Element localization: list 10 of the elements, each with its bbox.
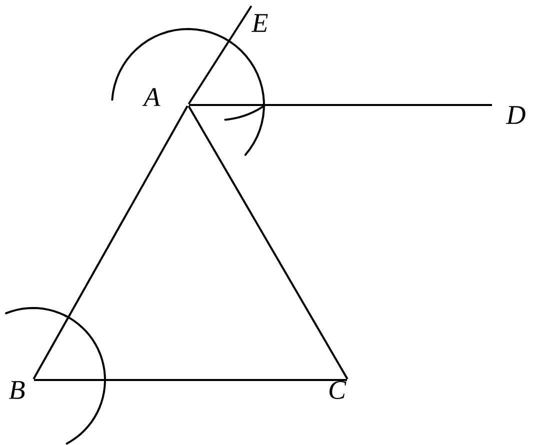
point: C (330, 380, 346, 400)
line-segment (188, 5, 252, 105)
point: A (142, 88, 160, 106)
point: D (506, 106, 526, 124)
line-segment (188, 106, 348, 380)
point: B (9, 381, 25, 399)
line-segment (34, 379, 347, 381)
line-segment (189, 104, 492, 106)
point: E (251, 14, 268, 32)
line-segment (32, 106, 188, 380)
